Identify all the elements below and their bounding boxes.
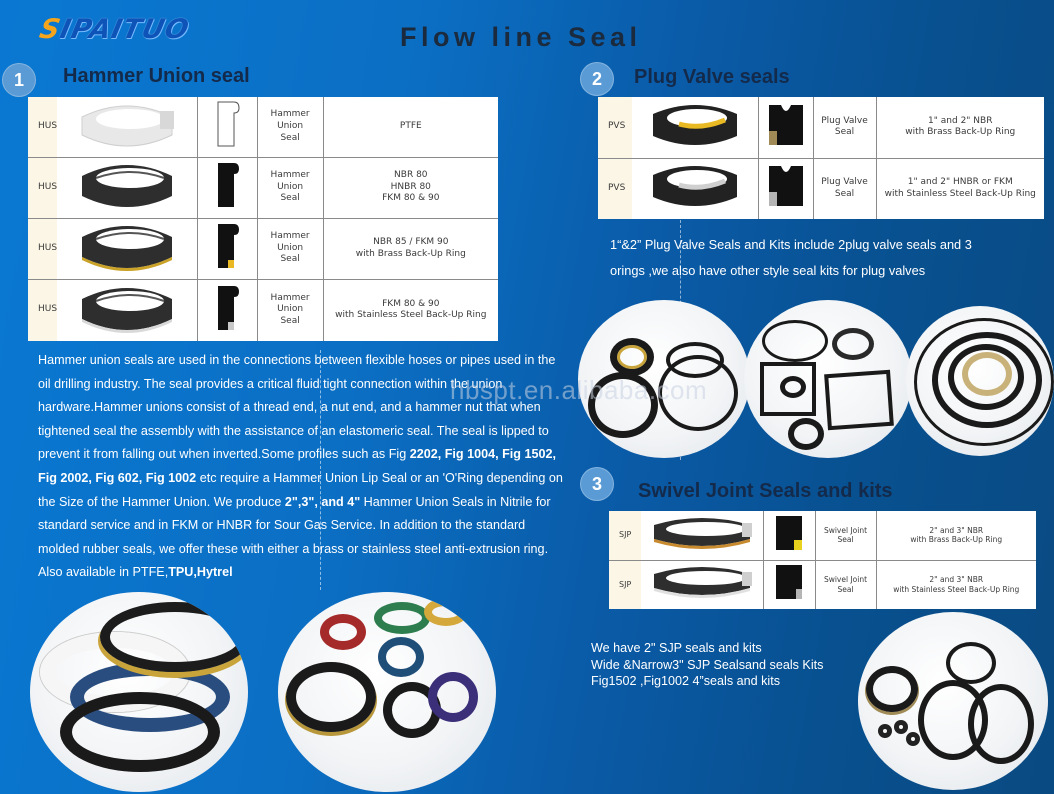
black-seal-steel-icon — [81, 287, 172, 333]
photo-plug-valve-kit-1 — [578, 300, 750, 458]
product-code: HUS — [28, 279, 58, 341]
seal-profile — [758, 158, 814, 219]
photo-plug-valve-kit-3 — [906, 306, 1054, 456]
seal-render — [632, 158, 759, 219]
seal-profile — [197, 97, 258, 158]
photo-hammer-union-colored — [278, 592, 496, 792]
seal-render — [641, 560, 764, 609]
profile-swivel-steel-icon — [776, 565, 802, 600]
hammer-union-description: Hammer union seals are used in the conne… — [38, 353, 563, 580]
photo-hammer-union-stack — [30, 592, 248, 792]
seal-profile — [197, 218, 258, 280]
black-seal-icon — [81, 165, 172, 208]
section-number-badge: 2 — [580, 62, 614, 96]
photo-swivel-joint-kit — [858, 612, 1048, 790]
seal-render — [57, 218, 198, 280]
description-line: Wide &Narrow3" SJP Sealsand seals Kits — [591, 657, 824, 672]
product-code: HUS — [28, 157, 58, 219]
section-number-badge: 1 — [2, 63, 36, 97]
profile-plug-valve-brass-icon — [768, 104, 803, 145]
guide-line — [320, 350, 321, 590]
black-seal-brass-icon — [81, 226, 172, 272]
description-line: 1“&2” Plug Valve Seals and Kits include … — [610, 237, 972, 252]
seal-render — [57, 279, 198, 341]
description-line: orings ,we also have other style seal ki… — [610, 263, 926, 278]
watermark: hbspt.en.alibaba.com — [450, 375, 708, 405]
seal-render — [632, 97, 759, 159]
plug-valve-seal-steel-icon — [652, 166, 737, 207]
seal-render — [57, 97, 198, 158]
white-seal-icon — [81, 105, 174, 147]
square-gasket — [824, 369, 894, 431]
swivel-joint-description: We have 2" SJP seals and kits Wide &Narr… — [591, 640, 823, 690]
square-gasket — [760, 362, 816, 416]
page-title: Flow line Seal — [400, 22, 642, 52]
product-code: SJP — [609, 560, 641, 609]
profile-black-icon — [218, 163, 240, 208]
product-code: HUS — [28, 218, 58, 280]
profile-swivel-brass-icon — [776, 515, 802, 550]
seal-profile — [197, 157, 258, 219]
description-line: Fig1502 ,Fig1002 4”seals and kits — [591, 674, 781, 688]
profile-brass-icon — [218, 224, 240, 269]
swivel-seal-steel-icon — [653, 567, 752, 599]
plug-valve-description: 1“&2” Plug Valve Seals and Kits include … — [610, 232, 972, 284]
profile-outline-icon — [217, 101, 240, 147]
seal-profile — [758, 97, 814, 159]
section-number-badge: 3 — [580, 467, 614, 501]
product-code: PVS — [598, 97, 632, 159]
product-code: SJP — [609, 511, 641, 561]
profile-plug-valve-steel-icon — [768, 166, 803, 207]
product-code: PVS — [598, 158, 632, 219]
plug-valve-seal-brass-icon — [652, 104, 737, 145]
seal-render — [641, 511, 764, 561]
swivel-seal-brass-icon — [653, 517, 752, 549]
seal-profile — [763, 560, 816, 609]
section-title-swivel-joint: Swivel Joint Seals and kits — [638, 480, 893, 502]
company-logo: SIPAITUO — [36, 14, 193, 45]
seal-profile — [763, 511, 816, 561]
seal-profile — [197, 279, 258, 341]
seal-render — [57, 157, 198, 219]
description-line: We have 2" SJP seals and kits — [591, 641, 762, 655]
photo-plug-valve-kit-2 — [744, 300, 912, 458]
product-code: HUS — [28, 97, 58, 158]
profile-steel-icon — [218, 285, 240, 330]
section-title-plug-valve: Plug Valve seals — [634, 66, 790, 88]
seal-material: PTFE — [323, 97, 498, 158]
section-title-hammer-union: Hammer Union seal — [63, 65, 250, 87]
